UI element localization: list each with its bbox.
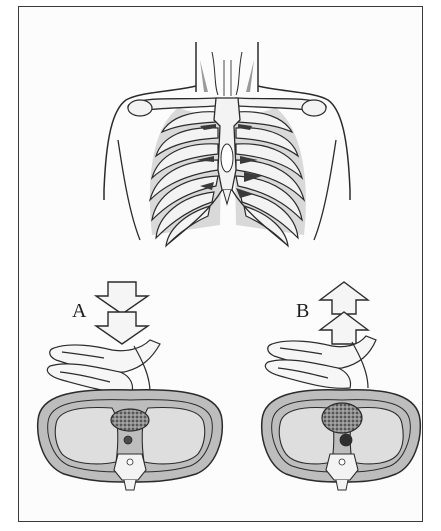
compression-arrow-down-icon [96,282,148,344]
release-arrow-up-icon [320,282,368,344]
thorax-illustration [104,42,350,246]
hands-a [47,340,160,392]
panel-a [38,282,223,490]
hands-b [265,336,376,388]
chest-cross-section-a [38,390,223,490]
panel-b [262,282,421,490]
chest-cross-section-b [262,390,421,490]
panel-b-label: B [296,301,309,321]
panel-a-label: A [72,301,86,321]
